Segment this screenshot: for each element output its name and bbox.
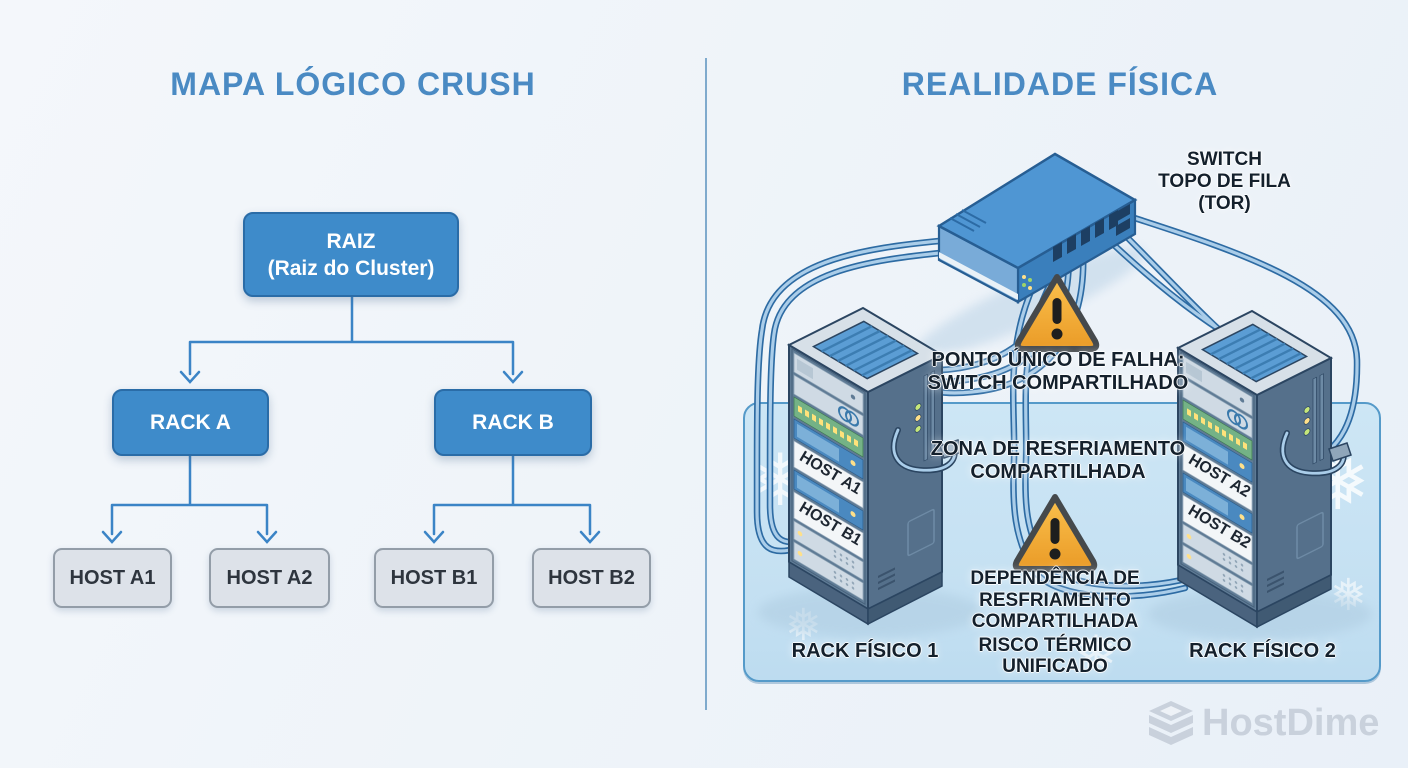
rack1-label: RACK FÍSICO 1	[791, 640, 939, 662]
root-node-line2: (Raiz do Cluster)	[267, 256, 435, 280]
host-a2-node: HOST A2	[209, 548, 330, 608]
snowflake-icon: ❅	[1305, 438, 1371, 528]
hostdime-stack-icon	[1149, 701, 1193, 745]
snowflake-icon: ❅	[750, 438, 811, 522]
center-divider	[705, 58, 707, 710]
host-a1-node: HOST A1	[53, 548, 172, 608]
host-b2-node: HOST B2	[532, 548, 651, 608]
warning-icon	[1018, 277, 1096, 349]
snowflake-icon: ❅	[1265, 402, 1297, 445]
hostdime-logo: HostDime	[1148, 700, 1379, 746]
snowflake-icon: ❅	[1330, 570, 1367, 621]
root-node: RAIZ (Raiz do Cluster)	[243, 212, 459, 297]
left-panel-title: MAPA LÓGICO CRUSH	[170, 66, 536, 102]
rack2-label: RACK FÍSICO 2	[1189, 640, 1336, 662]
root-node-line1: RAIZ	[326, 229, 376, 253]
hostdime-wordmark: HostDime	[1202, 701, 1380, 744]
rack-b-node: RACK B	[434, 389, 592, 456]
cooling-zone-label: ZONA DE RESFRIAMENTO COMPARTILHADA	[930, 438, 1186, 483]
host-b1-node: HOST B1	[374, 548, 494, 608]
tor-switch-illustration	[936, 152, 1138, 304]
rack-a-node: RACK A	[112, 389, 269, 456]
right-panel-title: REALIDADE FÍSICA	[901, 66, 1219, 102]
single-point-of-failure-label: PONTO ÚNICO DE FALHA: SWITCH COMPARTILHA…	[927, 349, 1189, 394]
switch-label: SWITCH TOPO DE FILA (TOR)	[1158, 149, 1291, 214]
cooling-dependency-label: DEPENDÊNCIA DE RESFRIAMENTO COMPARTILHAD…	[970, 568, 1140, 677]
